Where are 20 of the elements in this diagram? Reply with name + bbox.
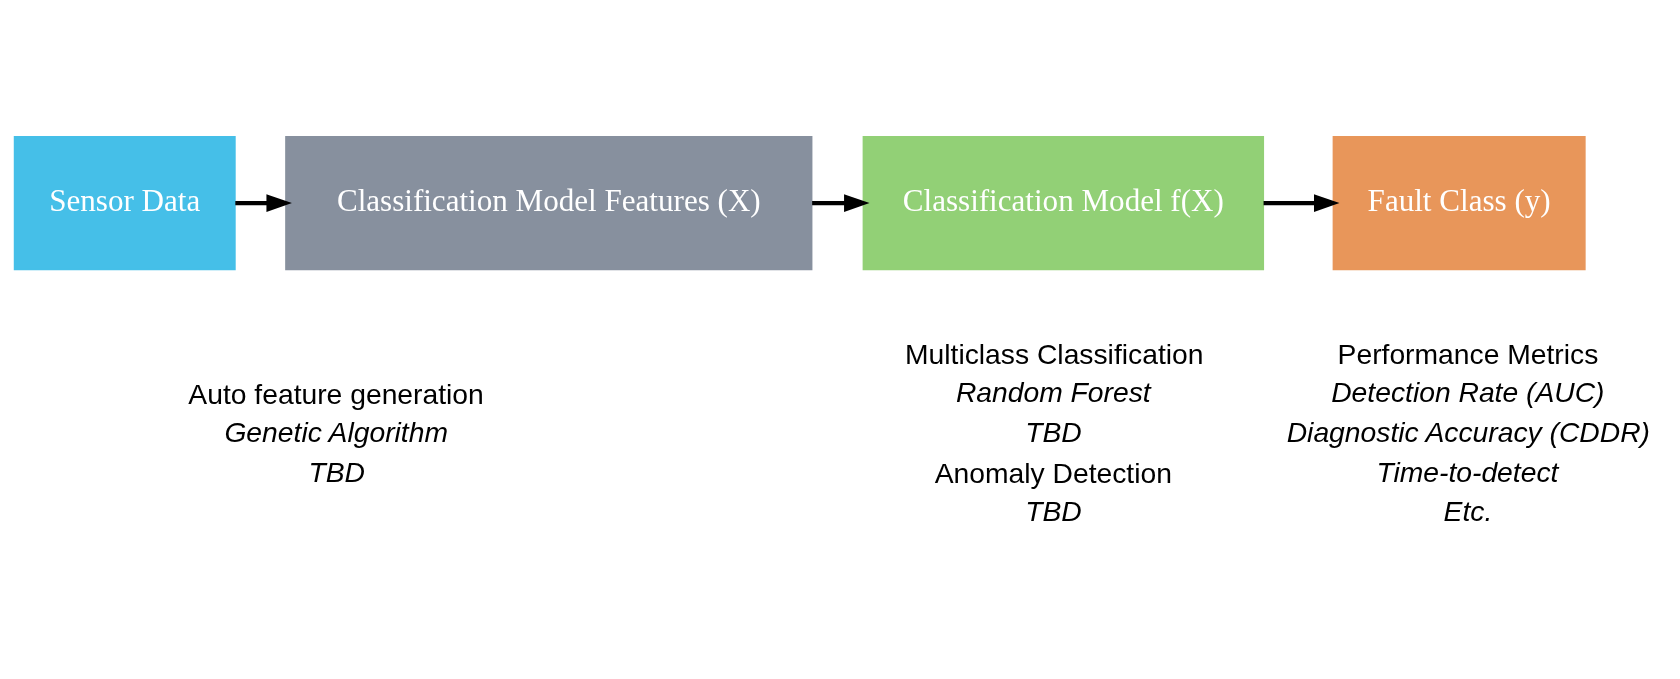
label: TBD — [308, 455, 366, 488]
label: Genetic Algorithm — [224, 415, 448, 448]
label: Performance Metrics — [1337, 338, 1599, 371]
arrow — [1263, 194, 1340, 212]
arrow — [812, 194, 870, 212]
label: Anomaly Detection — [934, 456, 1172, 489]
label: Random Forest — [955, 376, 1151, 409]
label: Detection Rate (AUC) — [1331, 376, 1605, 409]
arrow — [235, 194, 292, 212]
label: Time-to-detect — [1376, 455, 1559, 488]
node-box: Classification Model f(X) — [862, 135, 1265, 271]
node-box: Fault Class (y) — [1332, 135, 1586, 271]
node-box: Sensor Data — [13, 135, 236, 271]
label: TBD — [1025, 495, 1082, 528]
label: Diagnostic Accuracy (CDDR) — [1286, 415, 1651, 448]
node-box: Classification Model Features (X) — [285, 135, 813, 271]
label: Auto feature generation — [188, 377, 484, 410]
label: Multiclass Classification — [905, 338, 1204, 371]
label: TBD — [1025, 415, 1082, 448]
label: Etc. — [1443, 495, 1493, 528]
